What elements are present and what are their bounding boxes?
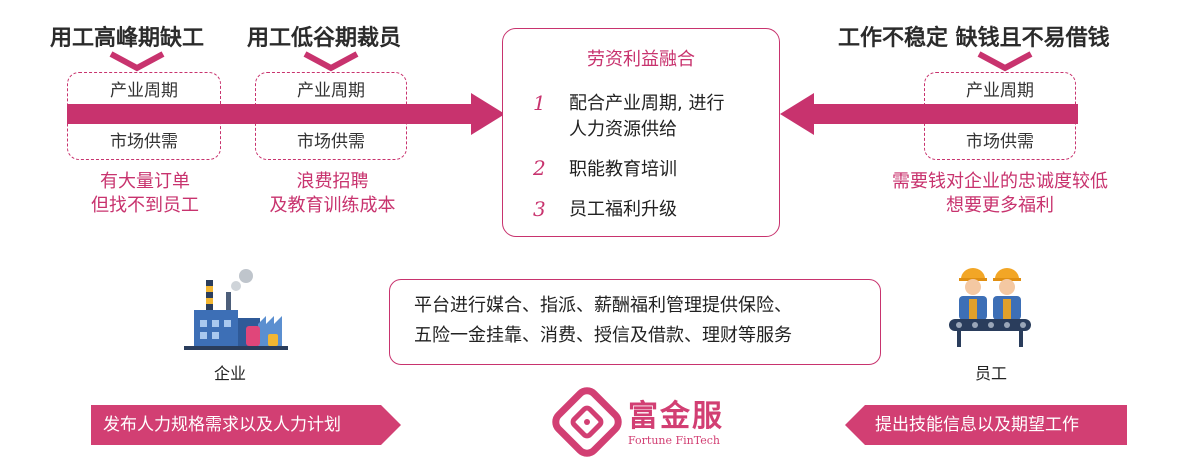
center-item-1-line1: 配合产业周期, 进行: [569, 93, 725, 114]
left-note-2: 浪费招聘 及教育训练成本: [245, 170, 420, 218]
center-title: 劳资利益融合: [587, 49, 695, 70]
left-note-1: 有大量订单 但找不到员工: [60, 170, 230, 218]
fortune-fintech-logo-icon: [552, 387, 622, 457]
right-note-line1: 需要钱对企业的忠诚度较低: [892, 171, 1108, 192]
left-banner-text: 发布人力规格需求以及人力计划: [103, 415, 341, 435]
right-banner-shape: [845, 405, 1127, 445]
center-item-1: 配合产业周期, 进行 人力资源供给: [569, 91, 724, 143]
left-banner-shape: [91, 405, 401, 445]
box2-market-demand: 市场供需: [297, 132, 365, 152]
enterprise-caption: 企业: [214, 364, 247, 383]
center-item-1-line2: 人力资源供给: [569, 119, 677, 140]
right-title-unstable-work: 工作不稳定 缺钱且不易借钱: [838, 25, 1110, 51]
box3-industry-cycle: 产业周期: [966, 81, 1034, 101]
left-note-2-line1: 浪费招聘: [296, 171, 369, 192]
center-item-2: 职能教育培训: [569, 159, 677, 180]
logo-wordmark: 富金服: [628, 399, 724, 434]
right-note-line2: 想要更多福利: [946, 195, 1054, 216]
left-arrow-icon: [780, 93, 1078, 135]
left-title-peak-shortage: 用工高峰期缺工: [50, 25, 205, 51]
chevron-down-icon: [303, 51, 359, 72]
labor-capital-fusion-box: 劳资利益融合 1 配合产业周期, 进行 人力资源供给 2 职能教育培训 3 员工…: [502, 28, 780, 237]
left-note-1-line2: 但找不到员工: [91, 195, 199, 216]
chevron-down-icon: [109, 51, 165, 72]
logo-subtitle: Fortune FinTech: [628, 434, 720, 447]
center-item-1-number: 1: [533, 91, 546, 115]
left-note-1-line1: 有大量订单: [100, 171, 190, 192]
platform-services-box: 平台进行媒合、指派、薪酬福利管理提供保险、 五险一金挂靠、消费、授信及借款、理财…: [389, 279, 881, 365]
chevron-down-icon: [977, 51, 1033, 72]
platform-line2: 五险一金挂靠、消费、授信及借款、理财等服务: [414, 325, 792, 346]
right-arrow-icon: [67, 93, 505, 135]
box1-market-demand: 市场供需: [110, 132, 178, 152]
factory-icon: [184, 269, 288, 350]
right-banner-text: 提出技能信息以及期望工作: [875, 415, 1079, 435]
center-item-3-number: 3: [533, 197, 546, 221]
center-item-2-number: 2: [533, 156, 546, 180]
platform-line1: 平台进行媒合、指派、薪酬福利管理提供保险、: [414, 295, 792, 316]
employee-caption: 员工: [975, 364, 1008, 383]
box1-industry-cycle: 产业周期: [110, 81, 178, 101]
box3-market-demand: 市场供需: [966, 132, 1034, 152]
center-item-3: 员工福利升级: [569, 199, 677, 220]
box2-industry-cycle: 产业周期: [297, 81, 365, 101]
left-note-2-line2: 及教育训练成本: [269, 195, 396, 216]
right-note: 需要钱对企业的忠诚度较低 想要更多福利: [858, 170, 1142, 218]
left-title-valley-layoff: 用工低谷期裁员: [247, 25, 402, 51]
workers-icon: [949, 268, 1031, 347]
